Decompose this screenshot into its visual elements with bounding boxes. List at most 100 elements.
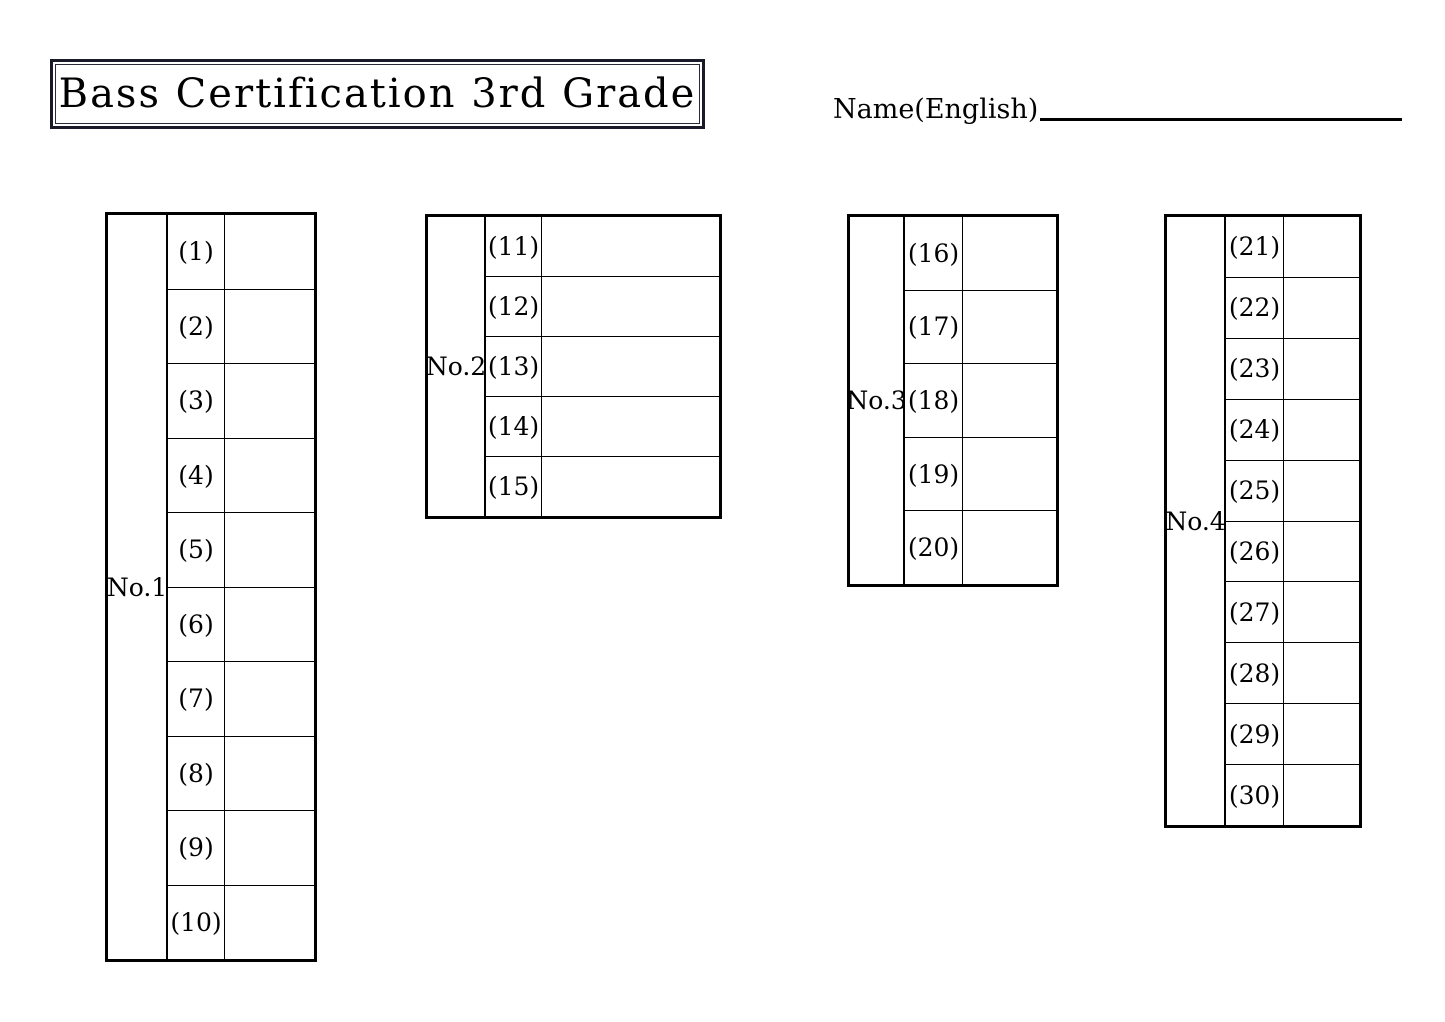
- rows-container-no2: (11) (12) (13) (14) (15): [486, 217, 719, 516]
- table-row: (6): [168, 587, 314, 662]
- row-number: (22): [1226, 277, 1284, 338]
- answer-table-no1: No.1 (1) (2) (3) (4) (5) (6) (7): [105, 212, 317, 962]
- rows-container-no3: (16) (17) (18) (19) (20): [905, 217, 1056, 584]
- name-label: Name(English): [833, 94, 1039, 125]
- answer-cell[interactable]: [225, 513, 314, 587]
- row-number: (24): [1226, 399, 1284, 460]
- row-number: (17): [905, 290, 963, 364]
- row-number: (7): [168, 662, 225, 736]
- table-row: (16): [905, 217, 1056, 291]
- table-row: (9): [168, 811, 314, 886]
- table-row: (14): [486, 397, 719, 457]
- answer-cell[interactable]: [1284, 765, 1359, 825]
- row-number: (11): [486, 217, 542, 276]
- section-label-cell-no1: No.1: [106, 215, 168, 959]
- answer-cell[interactable]: [1284, 704, 1359, 764]
- row-number: (12): [486, 277, 542, 336]
- answer-cell[interactable]: [542, 277, 719, 336]
- table-row: (24): [1226, 399, 1359, 461]
- row-number: (4): [168, 438, 225, 512]
- section-label-cell-no3: No.3: [846, 217, 907, 584]
- table-row: (15): [486, 457, 719, 516]
- table-row: (13): [486, 337, 719, 397]
- answer-cell[interactable]: [1284, 217, 1359, 277]
- answer-table-no4: No.4 (21) (22) (23) (24) (25) (26) (27): [1164, 214, 1362, 828]
- row-number: (8): [168, 736, 225, 810]
- answer-cell[interactable]: [1284, 522, 1359, 582]
- answer-cell[interactable]: [542, 337, 719, 396]
- answer-cell[interactable]: [963, 217, 1056, 290]
- row-number: (16): [905, 217, 963, 290]
- answer-cell[interactable]: [1284, 400, 1359, 460]
- answer-cell[interactable]: [963, 511, 1056, 584]
- table-row: (17): [905, 290, 1056, 365]
- answer-cell[interactable]: [1284, 643, 1359, 703]
- name-field: Name(English): [833, 94, 1403, 125]
- section-label-no3: No.3: [846, 386, 907, 415]
- answer-cell[interactable]: [963, 291, 1056, 364]
- answer-cell[interactable]: [225, 886, 314, 960]
- answer-cell[interactable]: [225, 662, 314, 736]
- answer-cell[interactable]: [225, 811, 314, 885]
- table-row: (20): [905, 511, 1056, 584]
- table-row: (12): [486, 277, 719, 337]
- row-number: (26): [1226, 521, 1284, 582]
- section-label-no4: No.4: [1165, 506, 1226, 536]
- row-number: (14): [486, 397, 542, 456]
- table-row: (27): [1226, 582, 1359, 644]
- row-number: (10): [168, 885, 225, 959]
- row-number: (15): [486, 457, 542, 516]
- row-number: (30): [1226, 765, 1284, 826]
- table-row: (4): [168, 438, 314, 513]
- answer-cell[interactable]: [225, 290, 314, 364]
- table-row: (30): [1226, 765, 1359, 826]
- row-number: (29): [1226, 704, 1284, 765]
- row-number: (28): [1226, 643, 1284, 704]
- answer-cell[interactable]: [963, 438, 1056, 511]
- answer-cell[interactable]: [1284, 582, 1359, 642]
- section-label-no2: No.2: [425, 352, 487, 381]
- row-number: (23): [1226, 338, 1284, 399]
- row-number: (6): [168, 587, 225, 661]
- row-number: (27): [1226, 582, 1284, 643]
- table-row: (23): [1226, 338, 1359, 400]
- section-label-cell-no4: No.4: [1165, 217, 1226, 825]
- table-row: (11): [486, 217, 719, 277]
- answer-cell[interactable]: [225, 588, 314, 662]
- name-write-line[interactable]: [1040, 118, 1403, 121]
- table-row: (5): [168, 513, 314, 588]
- rows-container-no4: (21) (22) (23) (24) (25) (26) (27) (28): [1226, 217, 1359, 826]
- rows-container-no1: (1) (2) (3) (4) (5) (6) (7) (8): [168, 215, 314, 959]
- section-label-no1: No.1: [106, 572, 168, 602]
- table-row: (8): [168, 736, 314, 811]
- answer-table-no2: No.2 (11) (12) (13) (14) (15): [425, 214, 722, 519]
- answer-cell[interactable]: [225, 737, 314, 811]
- answer-cell[interactable]: [1284, 461, 1359, 521]
- row-number: (3): [168, 364, 225, 438]
- table-row: (2): [168, 289, 314, 364]
- row-number: (13): [486, 337, 542, 396]
- row-number: (2): [168, 289, 225, 363]
- table-row: (10): [168, 885, 314, 960]
- table-row: (21): [1226, 217, 1359, 278]
- answer-cell[interactable]: [542, 217, 719, 276]
- answer-cell[interactable]: [963, 364, 1056, 437]
- answer-cell[interactable]: [1284, 278, 1359, 338]
- table-row: (1): [168, 215, 314, 290]
- answer-cell[interactable]: [542, 457, 719, 516]
- table-row: (25): [1226, 460, 1359, 522]
- answer-cell[interactable]: [542, 397, 719, 456]
- table-row: (28): [1226, 643, 1359, 705]
- table-row: (7): [168, 662, 314, 737]
- answer-cell[interactable]: [225, 215, 314, 289]
- answer-cell[interactable]: [1284, 339, 1359, 399]
- row-number: (21): [1226, 217, 1284, 277]
- section-label-cell-no2: No.2: [425, 217, 487, 516]
- row-number: (5): [168, 513, 225, 587]
- table-row: (26): [1226, 521, 1359, 583]
- answer-cell[interactable]: [225, 364, 314, 438]
- answer-cell[interactable]: [225, 439, 314, 513]
- row-number: (9): [168, 811, 225, 885]
- table-row: (19): [905, 437, 1056, 512]
- row-number: (18): [905, 364, 963, 437]
